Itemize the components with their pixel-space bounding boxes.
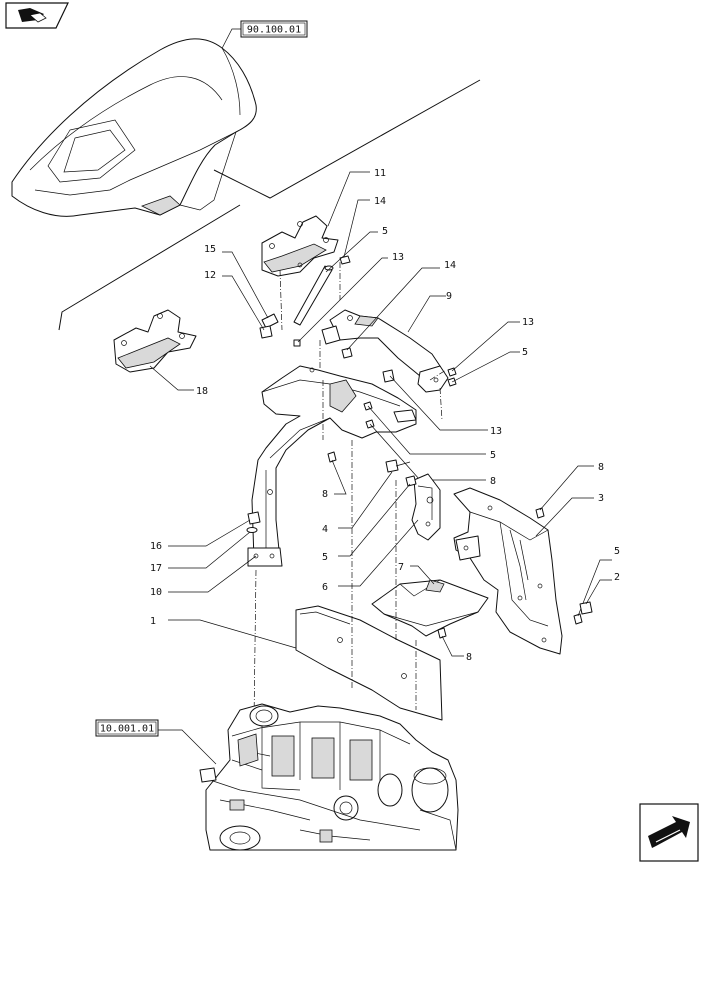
callout-17: 17 bbox=[150, 563, 162, 574]
leader-18 bbox=[149, 365, 194, 391]
callout-11: 11 bbox=[374, 168, 386, 179]
leader-15 bbox=[222, 251, 269, 319]
callout-8c: 8 bbox=[598, 462, 604, 473]
leader-5c bbox=[367, 405, 486, 455]
reference-box-bottom[interactable]: 10.001.01 bbox=[95, 719, 159, 737]
part-9-bracket bbox=[321, 309, 449, 393]
callout-16: 16 bbox=[150, 541, 162, 552]
part-15-bushing bbox=[261, 313, 279, 329]
reference-top-label: 90.100.01 bbox=[247, 25, 301, 36]
callout-6: 6 bbox=[322, 582, 328, 593]
part-16-bolt bbox=[247, 511, 261, 525]
leader-1 bbox=[168, 619, 297, 649]
part-7-shield bbox=[371, 579, 489, 637]
callout-7: 7 bbox=[398, 562, 404, 573]
leader-6 bbox=[338, 519, 419, 587]
callout-18: 18 bbox=[196, 386, 208, 397]
callout-5d: 5 bbox=[322, 552, 328, 563]
engine-assembly bbox=[199, 703, 459, 851]
callout-9: 9 bbox=[446, 291, 452, 302]
leader-13c bbox=[389, 375, 488, 431]
leader-5b bbox=[451, 351, 520, 383]
leader-4 bbox=[338, 471, 393, 529]
leader-2 bbox=[585, 579, 612, 605]
part-8-screw-d bbox=[437, 627, 447, 639]
part-12-washer bbox=[259, 325, 273, 339]
section-line-upper bbox=[213, 79, 481, 199]
leader-8d bbox=[441, 635, 464, 657]
part-1-shield-panel bbox=[295, 605, 443, 721]
leader-9 bbox=[407, 295, 446, 333]
leader-12 bbox=[222, 275, 265, 331]
leader-11 bbox=[327, 171, 370, 227]
callout-13a: 13 bbox=[392, 252, 404, 263]
leader-8b bbox=[331, 459, 347, 495]
reference-box-top[interactable]: 90.100.01 bbox=[240, 20, 308, 38]
book-navigation-icon[interactable] bbox=[5, 2, 69, 29]
part-13-nut-c bbox=[382, 369, 395, 383]
part-13-nut-b bbox=[447, 367, 457, 377]
callout-8b: 8 bbox=[322, 489, 328, 500]
leader-reference-bottom bbox=[158, 729, 217, 765]
part-3-side-shield bbox=[453, 487, 563, 655]
leader-10 bbox=[168, 555, 257, 593]
callout-5c: 5 bbox=[490, 450, 496, 461]
leader-5d bbox=[338, 483, 411, 557]
leader-13a bbox=[297, 257, 388, 343]
leader-5e bbox=[577, 559, 612, 617]
callout-10: 10 bbox=[150, 587, 162, 598]
callout-3: 3 bbox=[598, 493, 604, 504]
callout-1: 1 bbox=[150, 616, 156, 627]
section-line-lower bbox=[58, 204, 241, 331]
callout-5a: 5 bbox=[382, 226, 388, 237]
part-10-main-frame bbox=[247, 365, 417, 567]
part-14-nut-b bbox=[341, 347, 353, 359]
leader-8c bbox=[539, 465, 594, 511]
leader-3 bbox=[535, 497, 594, 537]
part-17-washer bbox=[246, 527, 258, 533]
callout-14a: 14 bbox=[374, 196, 386, 207]
callout-2: 2 bbox=[614, 572, 620, 583]
callout-4: 4 bbox=[322, 524, 328, 535]
callout-13b: 13 bbox=[522, 317, 534, 328]
callout-15: 15 bbox=[204, 244, 216, 255]
assembly-centerlines bbox=[253, 262, 447, 721]
part-6-bracket bbox=[405, 473, 441, 541]
callout-8d: 8 bbox=[466, 652, 472, 663]
callout-5b: 5 bbox=[522, 347, 528, 358]
reference-bottom-label: 10.001.01 bbox=[100, 724, 154, 735]
arrow-navigation-icon[interactable] bbox=[639, 803, 699, 862]
part-8-screw-b bbox=[327, 451, 337, 463]
part-4-bolt bbox=[385, 459, 411, 473]
callout-14b: 14 bbox=[444, 260, 456, 271]
part-rod bbox=[293, 265, 334, 326]
leader-17 bbox=[168, 531, 251, 569]
hood-part bbox=[11, 38, 257, 217]
part-14-nut bbox=[339, 255, 351, 265]
part-5-washer-e bbox=[573, 613, 583, 625]
leader-14a bbox=[343, 199, 370, 258]
part-18-bracket bbox=[113, 309, 197, 373]
leader-13b bbox=[451, 321, 520, 372]
part-11-bracket bbox=[261, 215, 339, 277]
callout-5e: 5 bbox=[614, 546, 620, 557]
callout-8a: 8 bbox=[490, 476, 496, 487]
callout-13c: 13 bbox=[490, 426, 502, 437]
leader-16 bbox=[168, 519, 251, 547]
part-8-screw-c bbox=[535, 507, 545, 519]
leader-14b bbox=[346, 267, 440, 351]
callout-12: 12 bbox=[204, 270, 216, 281]
leader-5a bbox=[325, 231, 378, 273]
leader-7 bbox=[410, 565, 435, 585]
